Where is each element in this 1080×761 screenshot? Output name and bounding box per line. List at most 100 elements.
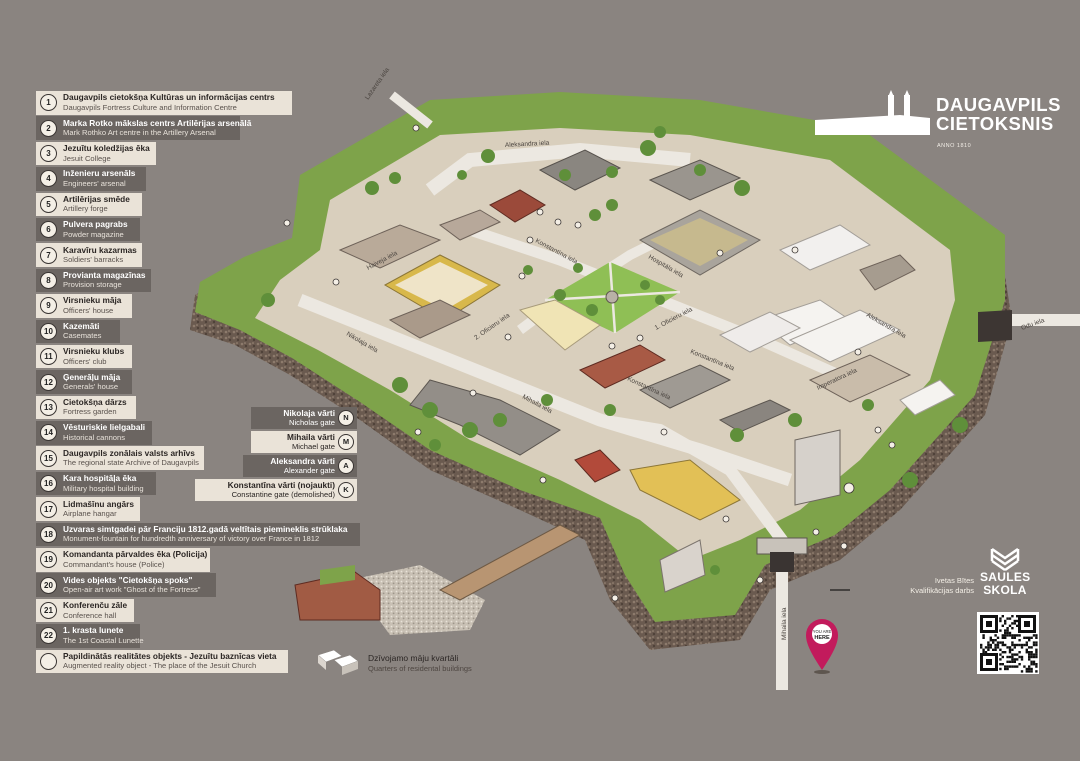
legend-title-en: Military hospital building bbox=[63, 483, 144, 493]
legend-title-en: Powder magazine bbox=[63, 229, 124, 239]
quarters-title: Dzīvojamo māju kvartāli bbox=[368, 653, 459, 663]
legend-title-en: Generals' house bbox=[63, 382, 119, 392]
brand-line2: CIETOKSNIS bbox=[936, 113, 1054, 134]
legend-title-en: Jesuit College bbox=[63, 153, 111, 163]
credit: Ivetas Bītes Kvalifikācijas darbs bbox=[884, 576, 974, 596]
legend-item-background bbox=[36, 598, 134, 623]
school-name-line2: SKOLA bbox=[983, 583, 1027, 597]
legend-title-lv: Virsnieku klubs bbox=[63, 346, 125, 357]
legend-title-en: Casemates bbox=[63, 331, 102, 341]
legend-item-background bbox=[36, 319, 120, 344]
legend-number-badge: 5 bbox=[40, 195, 57, 213]
legend-item-background bbox=[36, 370, 132, 394]
legend-number-badge: 20 bbox=[40, 576, 57, 594]
legend-number-badge: 21 bbox=[40, 602, 57, 620]
legend-text: Marka Rotko mākslas centrs Artilērijas a… bbox=[63, 117, 252, 138]
legend-number-badge: 2 bbox=[40, 119, 57, 137]
legend-number-badge: 16 bbox=[40, 475, 57, 493]
legend-title-lv: Marka Rotko mākslas centrs Artilērijas a… bbox=[63, 117, 252, 128]
legend-number-badge: 22 bbox=[40, 627, 57, 645]
legend-title-lv: Papildinātās realitātes objekts - Jezuīt… bbox=[63, 650, 277, 661]
legend-item-background bbox=[36, 217, 140, 242]
you-are-here-line1: YOU ARE bbox=[813, 629, 832, 634]
legend-title-en: Airplane hangar bbox=[63, 509, 117, 518]
legend-number-badge: 6 bbox=[40, 221, 57, 239]
legend-number-badge: 8 bbox=[40, 271, 57, 289]
legend-number-badge: 15 bbox=[40, 449, 57, 467]
credit-line1: Ivetas Bītes bbox=[934, 576, 974, 585]
legend-title-lv: Kazemāti bbox=[63, 320, 100, 331]
legend-title-en: Fortress garden bbox=[63, 407, 117, 417]
legend-text: Daugavpils cietokšņa Kultūras un informā… bbox=[63, 93, 275, 112]
monument-fountain bbox=[605, 290, 619, 304]
legend-title-en: Monument-fountain for hundredth annivers… bbox=[63, 534, 320, 544]
qr-code[interactable] bbox=[977, 612, 1039, 674]
legend-item-background bbox=[36, 497, 140, 521]
legend-item-background bbox=[36, 471, 156, 496]
gate-title-lv: Nikolaja vārti bbox=[283, 408, 335, 418]
legend-item-background bbox=[36, 141, 156, 166]
coastal-lunette bbox=[294, 524, 582, 635]
legend-title-lv: Konferenču zāle bbox=[63, 600, 128, 611]
gate-title-lv: Aleksandra vārti bbox=[270, 456, 335, 466]
mihaila-gate bbox=[756, 537, 808, 572]
legend-item-background bbox=[36, 91, 292, 115]
gate-title-lv: Konstantīna vārti (nojaukti) bbox=[227, 480, 335, 490]
legend-number-badge: 7 bbox=[40, 246, 57, 264]
legend-number-badge: 10 bbox=[40, 322, 57, 340]
legend-number-badge: 17 bbox=[40, 500, 57, 518]
gate-box: Konstantīna vārti (nojaukti)Constantine … bbox=[195, 479, 357, 501]
brand-anno: ANNO 1810 bbox=[937, 143, 972, 149]
road-aleksandra bbox=[425, 142, 691, 196]
legend-item-background bbox=[36, 446, 204, 470]
legend-item-background bbox=[36, 192, 142, 217]
road-mihaila bbox=[599, 414, 788, 690]
legend-text: Komandanta pārvaldes ēka (Policija)Comma… bbox=[63, 550, 207, 569]
legend-title-lv: Vides objekts "Cietokšņa spoks" bbox=[63, 574, 193, 585]
street-label-lazareta: Lazareta iela bbox=[364, 66, 391, 101]
legend-title-lv: Cietokšņa dārzs bbox=[63, 396, 127, 407]
street-label-aleksandra-top: Aleksandra iela bbox=[505, 140, 550, 149]
legend-number-badge: 18 bbox=[40, 525, 57, 543]
legend-title-lv: Daugavpils cietokšņa Kultūras un informā… bbox=[63, 92, 275, 103]
gate-title-en: Alexander gate bbox=[283, 466, 335, 475]
legend-title-lv: Komandanta pārvaldes ēka (Policija) bbox=[63, 549, 208, 560]
legend-item-background bbox=[36, 548, 210, 572]
legend-number-badge: 11 bbox=[40, 348, 57, 366]
legend-title-en: The regional state Archive of Daugavpils bbox=[63, 458, 199, 468]
legend-number-badge: 12 bbox=[40, 373, 57, 391]
legend-item-background bbox=[36, 573, 216, 597]
location-markers bbox=[283, 124, 896, 602]
legend-title-en: Artillery forge bbox=[63, 204, 108, 214]
legend-item-background bbox=[36, 421, 152, 445]
legend-title-lv: Karavīru kazarmas bbox=[63, 244, 137, 255]
legend-item-background bbox=[36, 395, 136, 420]
legend-item-background bbox=[36, 268, 151, 293]
legend-item: Papildinātās realitātes objekts - Jezuīt… bbox=[36, 649, 360, 674]
credit-line2: Kvalifikācijas darbs bbox=[910, 586, 974, 595]
legend-title-lv: Vēsturiskie lielgabali bbox=[63, 422, 146, 433]
legend-title-lv: Lidmašīnu angārs bbox=[63, 498, 135, 509]
legend-title-en: Engineers' arsenal bbox=[63, 178, 126, 188]
